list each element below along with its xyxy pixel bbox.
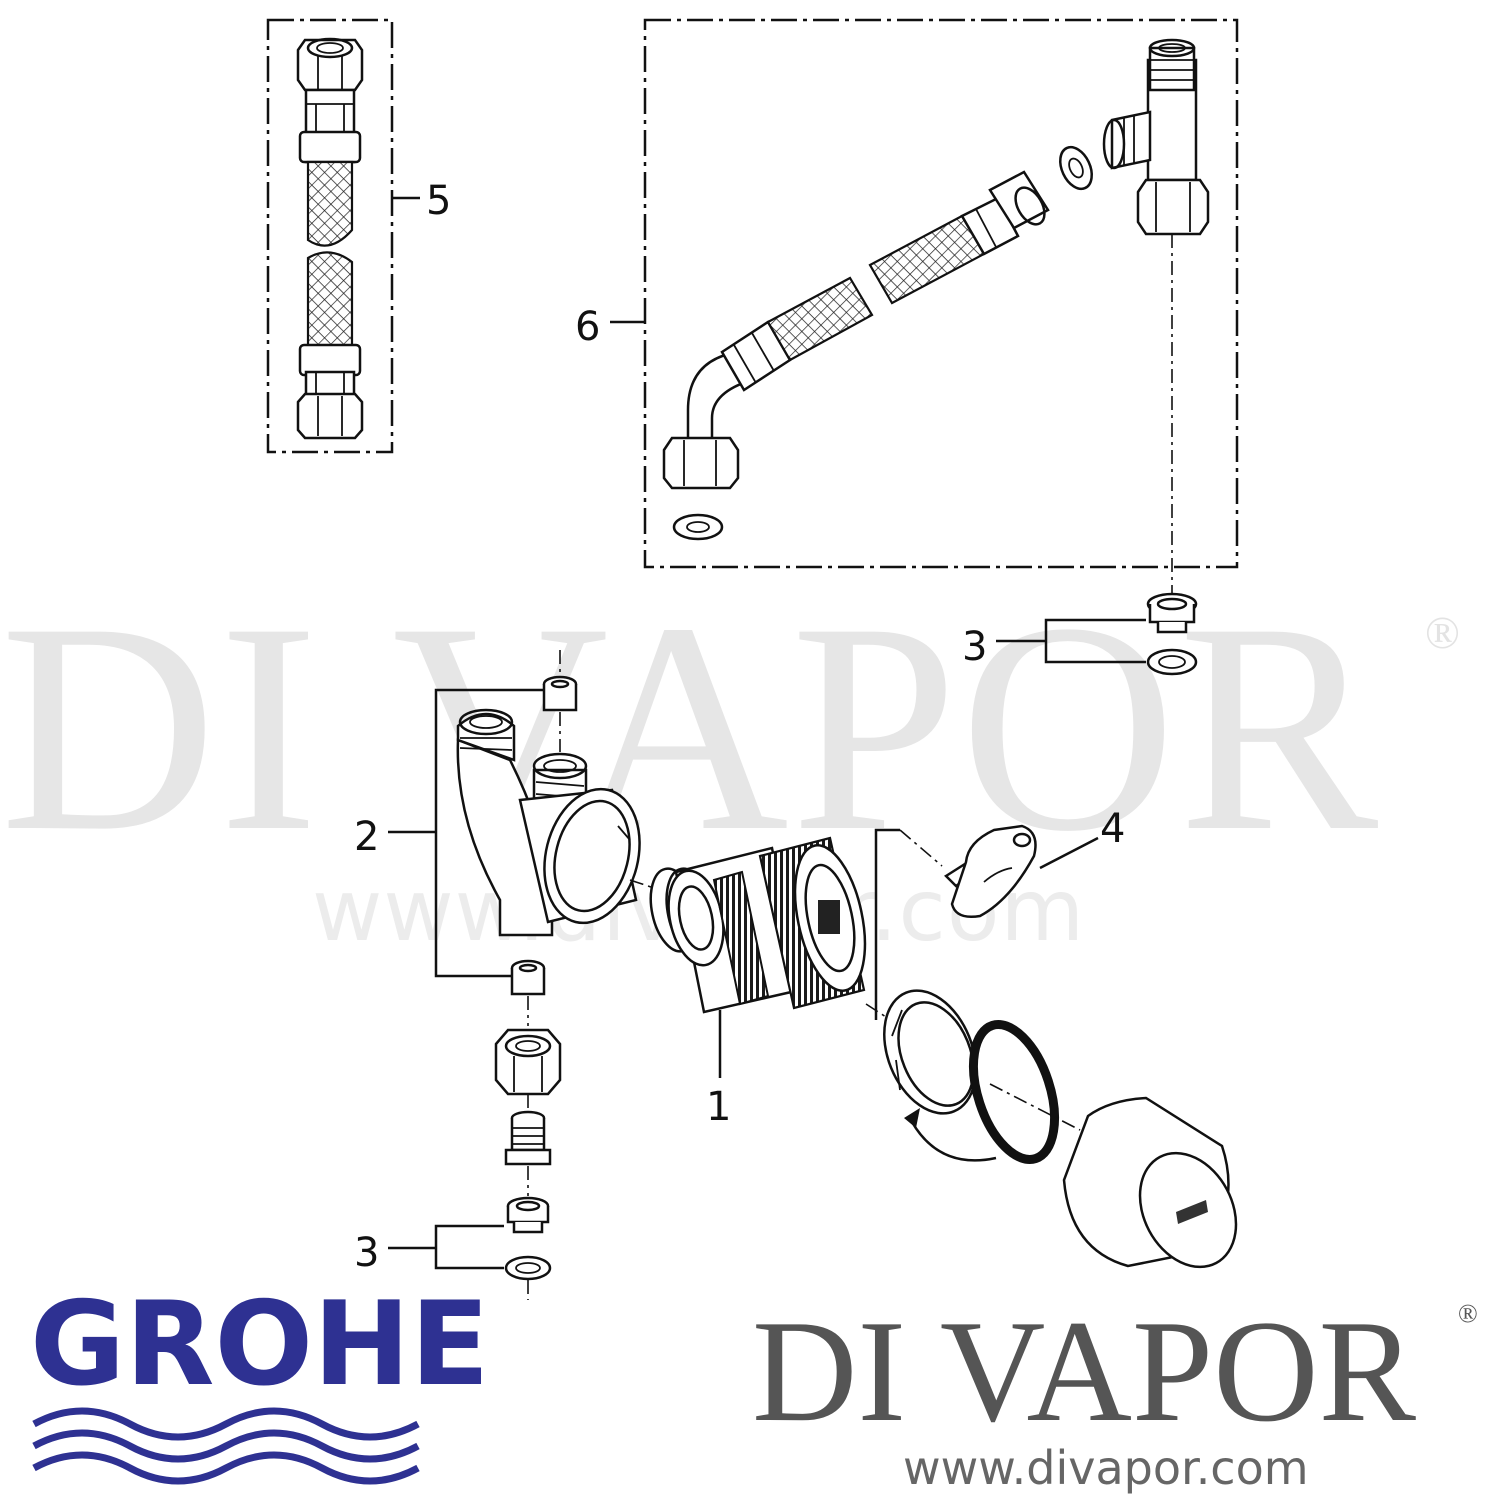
divapor-url: www.divapor.com — [903, 1441, 1309, 1495]
lower-fittings: 3 — [354, 996, 562, 1300]
callout-part-4: 4 — [1100, 806, 1125, 852]
grohe-logo-text: GROHE — [30, 1277, 489, 1412]
callout-part-3-upper: 3 — [962, 624, 987, 670]
part-5-flexible-hose: 5 — [266, 18, 451, 454]
callout-part-5: 5 — [426, 178, 451, 224]
part-6-hose-tee-kit: 6 — [575, 18, 1239, 600]
watermark-registered: ® — [1425, 607, 1460, 658]
part-5-dashed-frame — [266, 18, 394, 454]
callout-part-2: 2 — [354, 814, 379, 860]
callout-part-6: 6 — [575, 304, 600, 350]
part-4-adjustment-key: 4 — [874, 806, 1125, 1020]
grohe-wave-icon — [32, 1407, 420, 1441]
part-3-upper-check-valve: 3 — [962, 592, 1198, 676]
divapor-registered: ® — [1458, 1299, 1478, 1328]
grohe-logo: GROHE — [30, 1277, 489, 1485]
watermark-text: DI VAPOR — [0, 561, 1380, 893]
callout-part-1: 1 — [706, 1084, 731, 1130]
divapor-logo: DI VAPOR ® www.divapor.com — [752, 1290, 1478, 1495]
part-6-dashed-frame — [643, 18, 1239, 569]
cover-assembly — [865, 989, 1238, 1269]
part-1-thermostatic-cartridge: 1 — [629, 836, 867, 1130]
callout-part-3-lower: 3 — [354, 1230, 379, 1276]
part-2-valve-body: 2 — [354, 650, 641, 996]
divapor-logo-text: DI VAPOR — [752, 1290, 1417, 1452]
